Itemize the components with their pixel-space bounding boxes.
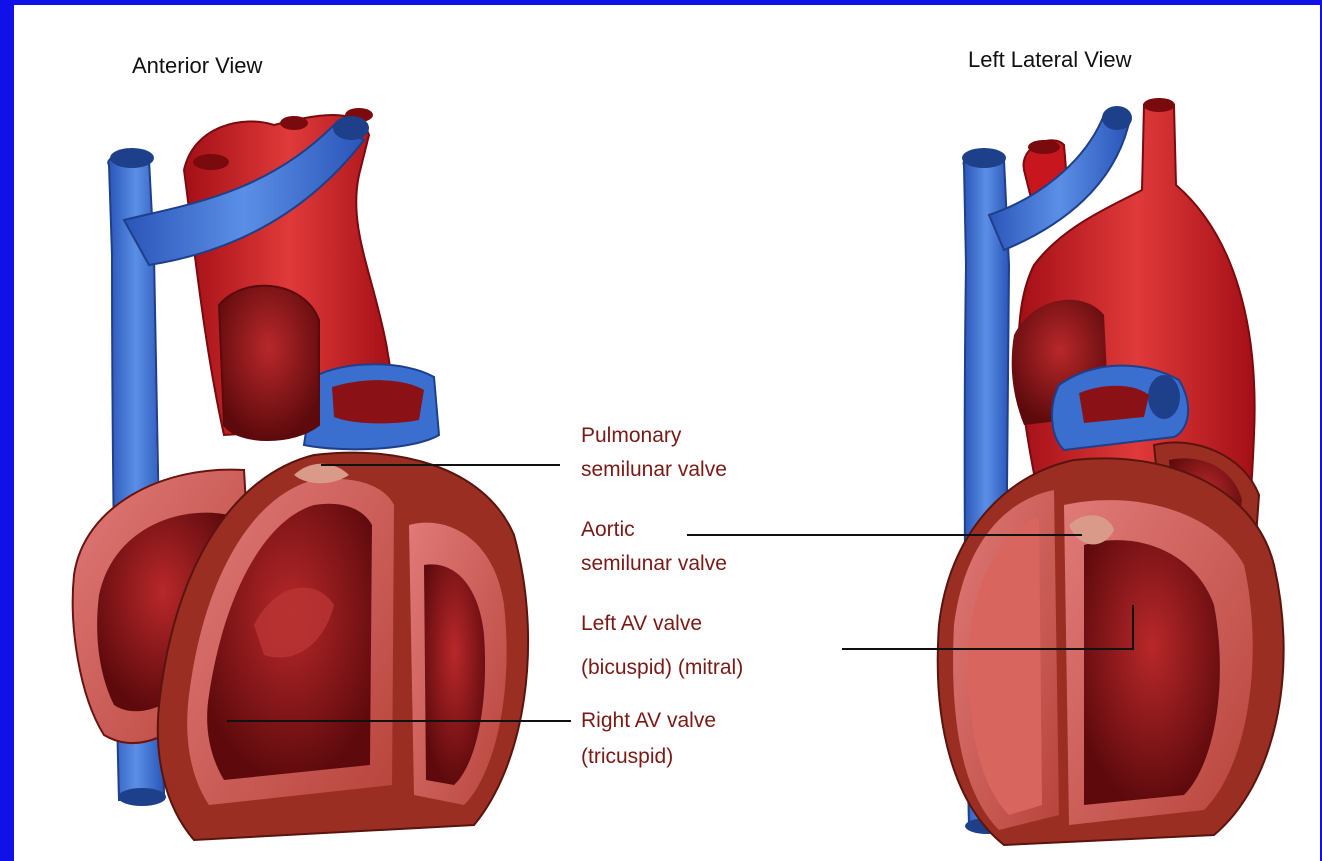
left-av-label-line1: Left AV valve <box>581 605 702 643</box>
aorta-branch-1 <box>193 154 229 170</box>
ivc-opening <box>118 788 166 806</box>
aorta-window <box>219 286 319 440</box>
anterior-heart <box>73 108 528 840</box>
lateral-heart <box>938 98 1284 845</box>
right-av-label-line2: (tricuspid) <box>581 738 673 776</box>
pulmonary-label-line1: Pulmonary <box>581 417 681 455</box>
vena-cava-opening <box>110 148 154 168</box>
pulmonary-label-line2: semilunar valve <box>581 451 727 489</box>
diagram-frame: Anterior View Left Lateral View <box>14 5 1320 861</box>
aorta-branch-2 <box>280 116 308 130</box>
left-av-label-line2: (bicuspid) (mitral) <box>581 649 743 687</box>
aortic-label-line2: semilunar valve <box>581 545 727 583</box>
aortic-label-line1: Aortic <box>581 511 635 549</box>
lateral-left-ventricle-chamber <box>1084 540 1220 805</box>
right-av-label-line1: Right AV valve <box>581 702 716 740</box>
